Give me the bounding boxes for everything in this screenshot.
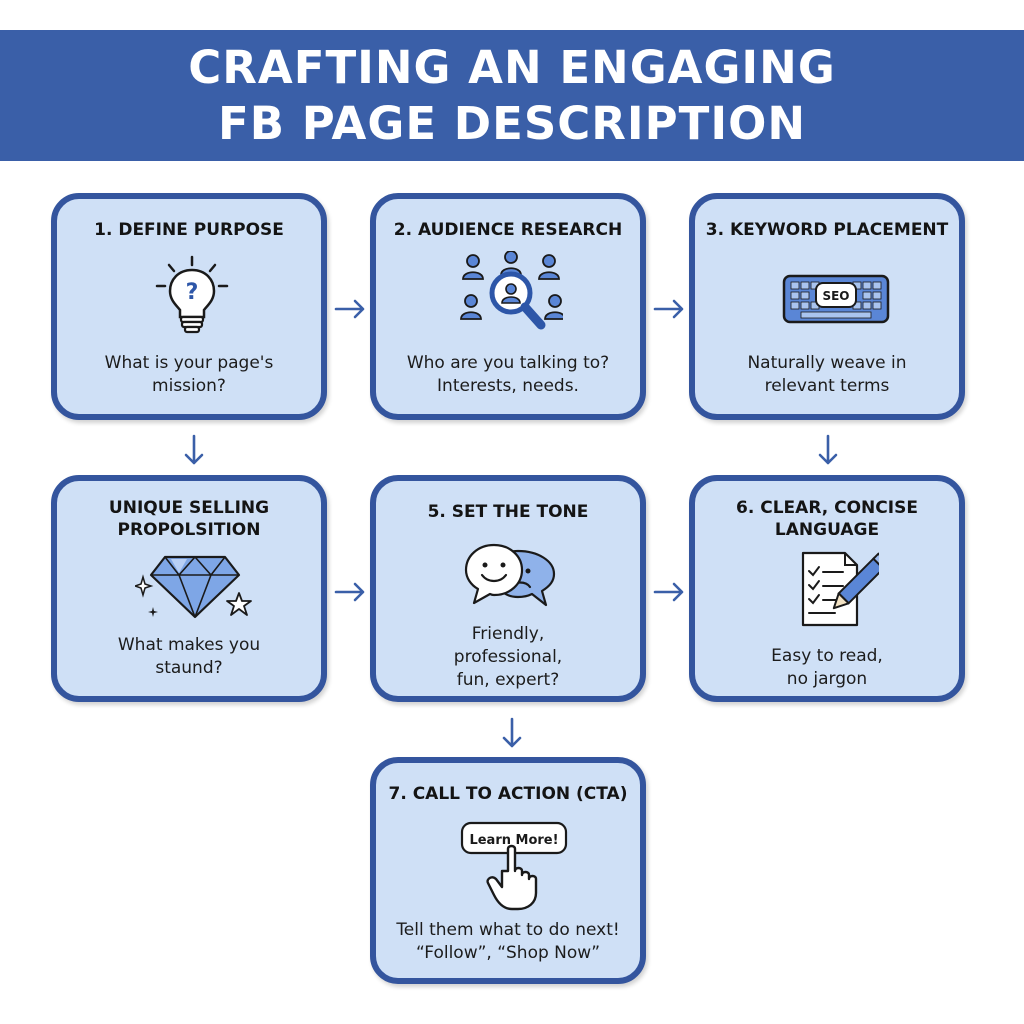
diamond-stars-icon <box>135 555 252 619</box>
desc-line: “Follow”, “Shop Now” <box>415 943 601 963</box>
step-card-1: 1. DEFINE PURPOSE ? What is your page's … <box>51 193 327 420</box>
step-description: Friendly, professional, fun, expert? <box>382 623 634 692</box>
desc-line: professional, <box>453 647 563 667</box>
title-line: 6. CLEAR, CONCISE <box>736 498 918 518</box>
step-title: 7. CALL TO ACTION (CTA) <box>388 784 628 804</box>
title-line: LANGUAGE <box>774 520 880 540</box>
step-description: Who are you talking to? Interests, needs… <box>382 352 634 398</box>
step-card-3: 3. KEYWORD PLACEMENT SEO Naturally weave… <box>689 193 965 420</box>
desc-line: What is your page's <box>104 353 274 373</box>
step-card-6: 6. CLEAR, CONCISE LANGUAGE Easy to read,… <box>689 475 965 702</box>
title-line-2: FB PAGE DESCRIPTION <box>218 96 806 150</box>
title-banner: CRAFTING AN ENGAGING FB PAGE DESCRIPTION <box>0 30 1024 161</box>
desc-line: Easy to read, <box>771 646 883 666</box>
title-line-1: CRAFTING AN ENGAGING <box>188 40 836 94</box>
desc-line: no jargon <box>786 669 868 689</box>
step-title: 6. CLEAR, CONCISE LANGUAGE <box>701 497 953 541</box>
desc-line: Naturally weave in <box>747 353 907 373</box>
lightbulb-question-icon: ? <box>155 255 229 334</box>
arrow-right-icon <box>334 299 365 319</box>
desc-line: Tell them what to do next! <box>396 920 620 940</box>
audience-magnifier-icon <box>460 251 563 330</box>
step-title: 5. SET THE TONE <box>427 502 589 522</box>
desc-line: mission? <box>152 376 226 396</box>
step-card-2: 2. AUDIENCE RESEARCH Who are you talking… <box>370 193 646 420</box>
cta-button-hand-icon: Learn More! <box>460 821 568 911</box>
arrow-right-icon <box>653 299 684 319</box>
step-card-7: 7. CALL TO ACTION (CTA) Learn More! Tell… <box>370 757 646 984</box>
arrow-right-icon <box>334 582 365 602</box>
seo-keyboard-icon: SEO <box>782 274 890 324</box>
step-title: 2. AUDIENCE RESEARCH <box>393 220 623 240</box>
desc-line: staund? <box>155 658 223 678</box>
step-description: What is your page's mission? <box>63 352 315 398</box>
desc-line: What makes you <box>117 635 261 655</box>
desc-line: relevant terms <box>764 376 890 396</box>
arrow-down-icon <box>502 717 522 748</box>
desc-line: fun, expert? <box>456 670 560 690</box>
arrow-down-icon <box>818 434 838 465</box>
step-title: UNIQUE SELLING PROPOLSITION <box>63 497 315 541</box>
title-line: UNIQUE SELLING <box>108 498 270 518</box>
step-description: Easy to read, no jargon <box>701 645 953 691</box>
desc-line: Who are you talking to? <box>406 353 610 373</box>
step-title: 1. DEFINE PURPOSE <box>94 220 284 240</box>
step-card-4: UNIQUE SELLING PROPOLSITION What makes y… <box>51 475 327 702</box>
step-description: What makes you staund? <box>63 634 315 680</box>
checklist-pencil-icon <box>801 551 879 627</box>
seo-key-label: SEO <box>822 289 849 303</box>
cta-button-label: Learn More! <box>469 833 558 848</box>
speech-bubbles-icon <box>464 543 556 607</box>
step-description: Naturally weave in relevant terms <box>701 352 953 398</box>
arrow-right-icon <box>653 582 684 602</box>
desc-line: Friendly, <box>471 624 545 644</box>
step-card-5: 5. SET THE TONE Friendly, professional, … <box>370 475 646 702</box>
desc-line: Interests, needs. <box>437 376 579 396</box>
step-title: 3. KEYWORD PLACEMENT <box>705 220 949 240</box>
arrow-down-icon <box>184 434 204 465</box>
svg-text:?: ? <box>186 280 199 305</box>
step-description: Tell them what to do next! “Follow”, “Sh… <box>382 919 634 965</box>
title-line: PROPOLSITION <box>117 520 261 540</box>
